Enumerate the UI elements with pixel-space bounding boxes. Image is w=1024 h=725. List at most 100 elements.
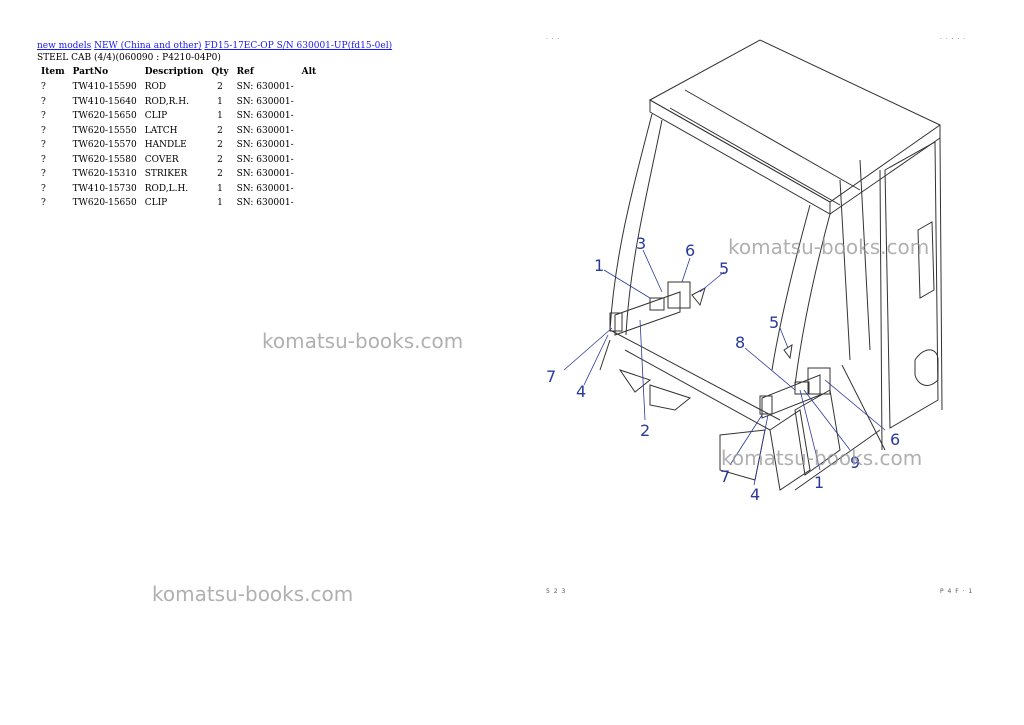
cell-partno: TW410-15590 [72, 82, 137, 93]
cell-item: ? [41, 111, 46, 122]
cell-ref: SN: 630001- [236, 82, 294, 93]
cell-item: ? [41, 169, 46, 180]
breadcrumb-link-new-models[interactable]: new models [37, 41, 92, 51]
cell-alt [298, 109, 321, 124]
cell-item: ? [41, 198, 46, 209]
callout-6: 6 [685, 241, 695, 260]
cell-partno: TW620-15310 [72, 169, 137, 180]
cell-qty: 1 [217, 111, 223, 122]
parts-table: Item PartNo Description Qty Ref Alt ? TW4… [37, 66, 320, 211]
diagram-corner-label-tl: · · · [546, 36, 561, 43]
cell-description: ROD [144, 82, 167, 93]
watermark: komatsu-books.com [728, 235, 930, 259]
cell-description: ROD,L.H. [144, 183, 189, 194]
column-header-alt: Alt [301, 67, 317, 77]
column-header-ref: Ref [236, 67, 254, 77]
callout-5b: 5 [769, 313, 779, 332]
cell-alt [298, 95, 321, 110]
cell-alt [298, 124, 321, 139]
callout-6b: 6 [890, 430, 900, 449]
cell-partno: TW620-15580 [72, 154, 137, 165]
column-header-description: Description [144, 67, 204, 77]
diagram-corner-label-tr: · · · · · [940, 36, 967, 43]
cell-alt [298, 153, 321, 168]
cell-alt [298, 182, 321, 197]
breadcrumb: new models NEW (China and other) FD15-17… [37, 40, 392, 52]
cell-description: CLIP [144, 198, 168, 209]
cell-partno: TW620-15570 [72, 140, 137, 151]
table-row: ? TW620-15550 LATCH 2 SN: 630001- [37, 124, 320, 139]
breadcrumb-link-region[interactable]: NEW (China and other) [94, 41, 202, 51]
cell-qty: 2 [217, 140, 223, 151]
watermark: komatsu-books.com [262, 329, 464, 353]
callout-8: 8 [735, 333, 745, 352]
callout-3: 3 [636, 234, 646, 253]
diagram-reference-code: P 4 F · 1 [940, 588, 974, 595]
table-row: ? TW410-15590 ROD 2 SN: 630001- [37, 80, 320, 95]
cell-qty: 2 [217, 82, 223, 93]
cell-partno: TW620-15650 [72, 198, 137, 209]
table-row: ? TW620-15310 STRIKER 2 SN: 630001- [37, 167, 320, 182]
column-header-partno: PartNo [72, 67, 109, 77]
table-row: ? TW410-15640 ROD,R.H. 1 SN: 630001- [37, 95, 320, 110]
cell-description: CLIP [144, 111, 168, 122]
cell-partno: TW620-15650 [72, 111, 137, 122]
cell-description: HANDLE [144, 140, 187, 151]
cell-description: ROD,R.H. [144, 96, 189, 107]
cell-ref: SN: 630001- [236, 183, 294, 194]
cell-item: ? [41, 140, 46, 151]
cell-ref: SN: 630001- [236, 169, 294, 180]
cell-item: ? [41, 125, 46, 136]
breadcrumb-link-model[interactable]: FD15-17EC-OP S/N 630001-UP(fd15-0el) [204, 41, 393, 51]
callout-4: 4 [576, 382, 586, 401]
cell-ref: SN: 630001- [236, 198, 294, 209]
cell-ref: SN: 630001- [236, 125, 294, 136]
callout-labels: 1 3 6 5 7 4 2 5 8 6 9 7 4 1 [546, 234, 900, 504]
cell-item: ? [41, 96, 46, 107]
page-title: STEEL CAB (4/4)(060090 : P4210-04P0) [37, 53, 221, 63]
cab-line-art [599, 39, 943, 491]
cell-alt [298, 167, 321, 182]
cell-qty: 1 [217, 183, 223, 194]
callout-1: 1 [594, 256, 604, 275]
cell-item: ? [41, 82, 46, 93]
cell-qty: 2 [217, 169, 223, 180]
cell-description: COVER [144, 154, 179, 165]
cell-ref: SN: 630001- [236, 111, 294, 122]
cell-alt [298, 138, 321, 153]
watermark: komatsu-books.com [152, 582, 354, 606]
table-row: ? TW620-15650 CLIP 1 SN: 630001- [37, 196, 320, 211]
cell-qty: 2 [217, 125, 223, 136]
cell-ref: SN: 630001- [236, 96, 294, 107]
cell-description: LATCH [144, 125, 178, 136]
cell-partno: TW620-15550 [72, 125, 137, 136]
cell-partno: TW410-15730 [72, 183, 137, 194]
cell-item: ? [41, 183, 46, 194]
column-header-qty: Qty [211, 67, 229, 77]
callout-leaders [563, 249, 886, 486]
cell-alt [298, 80, 321, 95]
parts-diagram: 1 3 6 5 7 4 2 5 8 6 9 7 4 1 [546, 39, 943, 504]
callout-2: 2 [640, 421, 650, 440]
diagram-page-number: 5 2 3 [546, 588, 567, 595]
callout-9: 9 [850, 453, 860, 472]
cell-alt [298, 196, 321, 211]
cell-item: ? [41, 154, 46, 165]
cell-partno: TW410-15640 [72, 96, 137, 107]
callout-4b: 4 [750, 485, 760, 504]
column-header-item: Item [41, 67, 65, 77]
table-header-row: Item PartNo Description Qty Ref Alt [37, 66, 320, 80]
callout-7b: 7 [720, 467, 730, 486]
table-row: ? TW410-15730 ROD,L.H. 1 SN: 630001- [37, 182, 320, 197]
cell-ref: SN: 630001- [236, 140, 294, 151]
cell-ref: SN: 630001- [236, 154, 294, 165]
callout-5: 5 [719, 259, 729, 278]
watermark: komatsu-books.com [721, 446, 923, 470]
cell-qty: 1 [217, 198, 223, 209]
cell-qty: 1 [217, 96, 223, 107]
callout-1b: 1 [814, 473, 824, 492]
callout-7: 7 [546, 367, 556, 386]
cell-description: STRIKER [144, 169, 188, 180]
